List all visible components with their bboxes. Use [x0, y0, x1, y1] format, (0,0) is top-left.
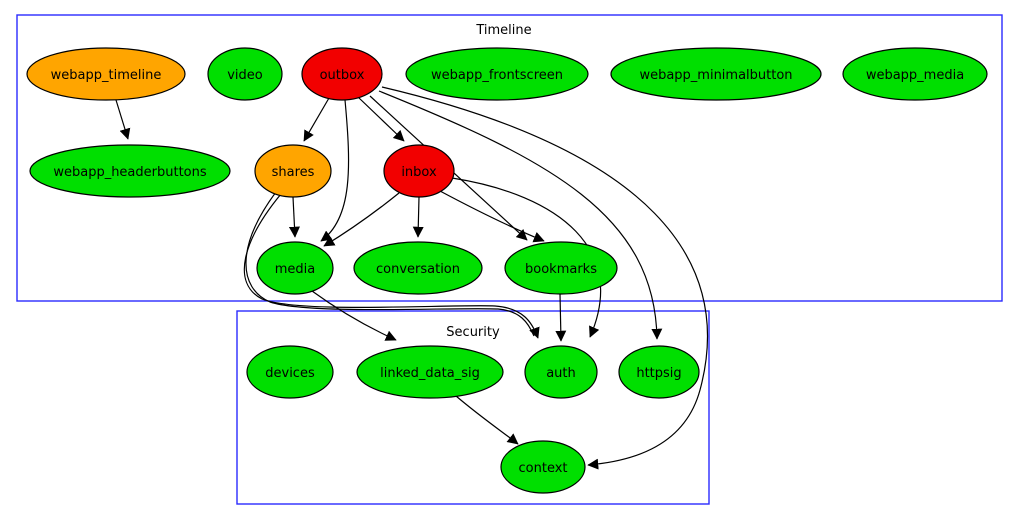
cluster-security-border [236, 310, 710, 505]
node-webapp_media-label: webapp_media [866, 68, 964, 83]
node-outbox-label: outbox [320, 68, 365, 83]
node-webapp_frontscreen: webapp_frontscreen [405, 47, 589, 101]
node-linked_data_sig: linked_data_sig [356, 345, 504, 399]
node-inbox-label: inbox [401, 165, 437, 180]
node-shares-label: shares [272, 165, 315, 180]
edge-outbox-media [320, 99, 350, 242]
edge-bookmarks-auth [555, 293, 567, 342]
edge-outbox-httpsig [378, 90, 663, 340]
node-linked_data_sig-shape [356, 345, 504, 399]
node-conversation: conversation [353, 241, 483, 295]
node-webapp_headerbuttons-shape [29, 144, 231, 198]
node-inbox-shape [383, 144, 455, 198]
node-webapp_timeline: webapp_timeline [26, 47, 186, 101]
cluster-timeline-border [16, 14, 1003, 302]
edge-webapp_timeline-webapp_headerbuttons [115, 99, 131, 140]
node-webapp_minimalbutton-shape [610, 47, 822, 101]
node-context-label: context [519, 461, 568, 476]
edge-inbox-bookmarks [439, 190, 545, 243]
node-httpsig: httpsig [618, 345, 700, 399]
node-conversation-shape [353, 241, 483, 295]
node-webapp_timeline-label: webapp_timeline [51, 68, 162, 83]
node-auth-shape [524, 345, 598, 399]
edge-outbox-inbox [357, 96, 405, 142]
node-devices-shape [246, 345, 334, 399]
node-webapp_frontscreen-label: webapp_frontscreen [431, 68, 563, 83]
edge-shares-auth-parallel [245, 191, 535, 337]
node-shares: shares [254, 144, 332, 198]
edge-outbox-context [381, 86, 708, 470]
node-auth-label: auth [546, 366, 576, 381]
node-context: context [500, 440, 586, 494]
node-inbox: inbox [383, 144, 455, 198]
node-video-label: video [227, 68, 263, 83]
edge-inbox-conversation [412, 196, 424, 238]
node-linked_data_sig-label: linked_data_sig [380, 366, 480, 381]
cluster-timeline-label: Timeline [475, 23, 531, 38]
edge-shares-auth [243, 193, 540, 339]
node-media: media [256, 241, 334, 295]
node-bookmarks-label: bookmarks [525, 262, 597, 277]
node-devices-label: devices [265, 366, 315, 381]
edges [115, 86, 708, 470]
node-outbox: outbox [301, 47, 383, 101]
node-bookmarks-shape [504, 241, 618, 295]
nodes: webapp_timeline video outbox webapp_fron… [26, 47, 988, 494]
node-webapp_minimalbutton-label: webapp_minimalbutton [639, 68, 792, 83]
node-webapp_frontscreen-shape [405, 47, 589, 101]
node-conversation-label: conversation [376, 262, 460, 277]
node-outbox-shape [301, 47, 383, 101]
node-auth: auth [524, 345, 598, 399]
node-devices: devices [246, 345, 334, 399]
node-webapp_minimalbutton: webapp_minimalbutton [610, 47, 822, 101]
edge-shares-media [288, 196, 300, 238]
cluster-security-label: Security [446, 325, 500, 340]
node-video-shape [207, 47, 283, 101]
node-media-label: media [275, 262, 316, 277]
node-context-shape [500, 440, 586, 494]
node-webapp_media-shape [842, 47, 988, 101]
node-httpsig-shape [618, 345, 700, 399]
node-httpsig-label: httpsig [636, 366, 681, 381]
edge-inbox-auth [451, 177, 602, 338]
edge-outbox-shares [303, 97, 330, 142]
edge-linked_data_sig-context [455, 395, 519, 445]
node-webapp_headerbuttons: webapp_headerbuttons [29, 144, 231, 198]
edge-inbox-media [323, 192, 400, 247]
node-webapp_media: webapp_media [842, 47, 988, 101]
edge-media-linked_data_sig [311, 290, 397, 341]
node-bookmarks: bookmarks [504, 241, 618, 295]
node-webapp_timeline-shape [26, 47, 186, 101]
node-video: video [207, 47, 283, 101]
node-media-shape [256, 241, 334, 295]
node-shares-shape [254, 144, 332, 198]
node-webapp_headerbuttons-label: webapp_headerbuttons [53, 165, 207, 180]
cluster-timeline: Timeline [16, 14, 1003, 302]
cluster-security: Security [236, 310, 710, 505]
